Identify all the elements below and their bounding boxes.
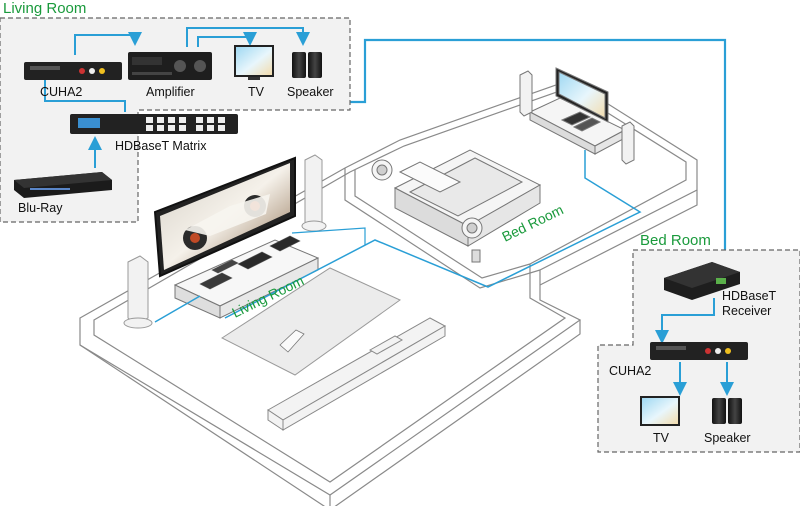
bed-cuha2-label: CUHA2 [609, 364, 651, 378]
bed-tv-label: TV [653, 431, 670, 445]
coffee-table [279, 329, 305, 353]
bluray-label: Blu-Ray [18, 201, 63, 215]
living-tv-label: TV [248, 85, 265, 99]
amplifier-label: Amplifier [146, 85, 195, 99]
floorplan [79, 79, 698, 506]
living-cuha2-device [24, 62, 122, 80]
bed-room-panel: Bed Room HDBaseT Receiver CUHA2 TV [597, 232, 800, 453]
living-room-tv-stand [173, 239, 320, 319]
living-room-rug [220, 267, 401, 376]
living-speaker-label: Speaker [287, 85, 334, 99]
amplifier-device [128, 52, 212, 80]
bedroom-partition [344, 168, 541, 289]
living-tv-icon [234, 45, 274, 80]
bed-speaker-label: Speaker [704, 431, 751, 445]
stand-devices [199, 235, 301, 290]
bed-tv-icon [640, 396, 680, 426]
bed-cuha2-device [650, 342, 748, 360]
bed-room-panel-cables [655, 298, 734, 396]
floor-inner-wall [93, 87, 687, 483]
receiver-label-line1: HDBaseT [722, 289, 777, 303]
living-room-panel-cables [44, 27, 310, 168]
living-room-big-tv [153, 156, 296, 278]
bluray-device [14, 172, 112, 198]
hdbaset-matrix-label: HDBaseT Matrix [115, 139, 207, 153]
bed-speaker-icon [712, 398, 742, 424]
living-room-tower-speakers [123, 154, 327, 329]
living-room-tv-cable-2 [291, 227, 366, 245]
living-cuha2-label: CUHA2 [40, 85, 82, 99]
hdbaset-receiver-device [664, 262, 740, 300]
living-room-title: Living Room [3, 0, 86, 17]
living-speaker-icon [292, 52, 322, 78]
bedroom-tv-setup [519, 67, 635, 165]
sofa [267, 317, 447, 431]
hdbaset-matrix-device [70, 114, 238, 134]
bed [371, 149, 542, 263]
floor-outline [79, 79, 698, 496]
receiver-label-line2: Receiver [722, 304, 771, 318]
living-room-floor-cable [154, 150, 642, 323]
bed-room-title: Bed Room [640, 232, 711, 249]
living-room-panel: Living Room CUHA2 Amplifier [0, 0, 351, 223]
